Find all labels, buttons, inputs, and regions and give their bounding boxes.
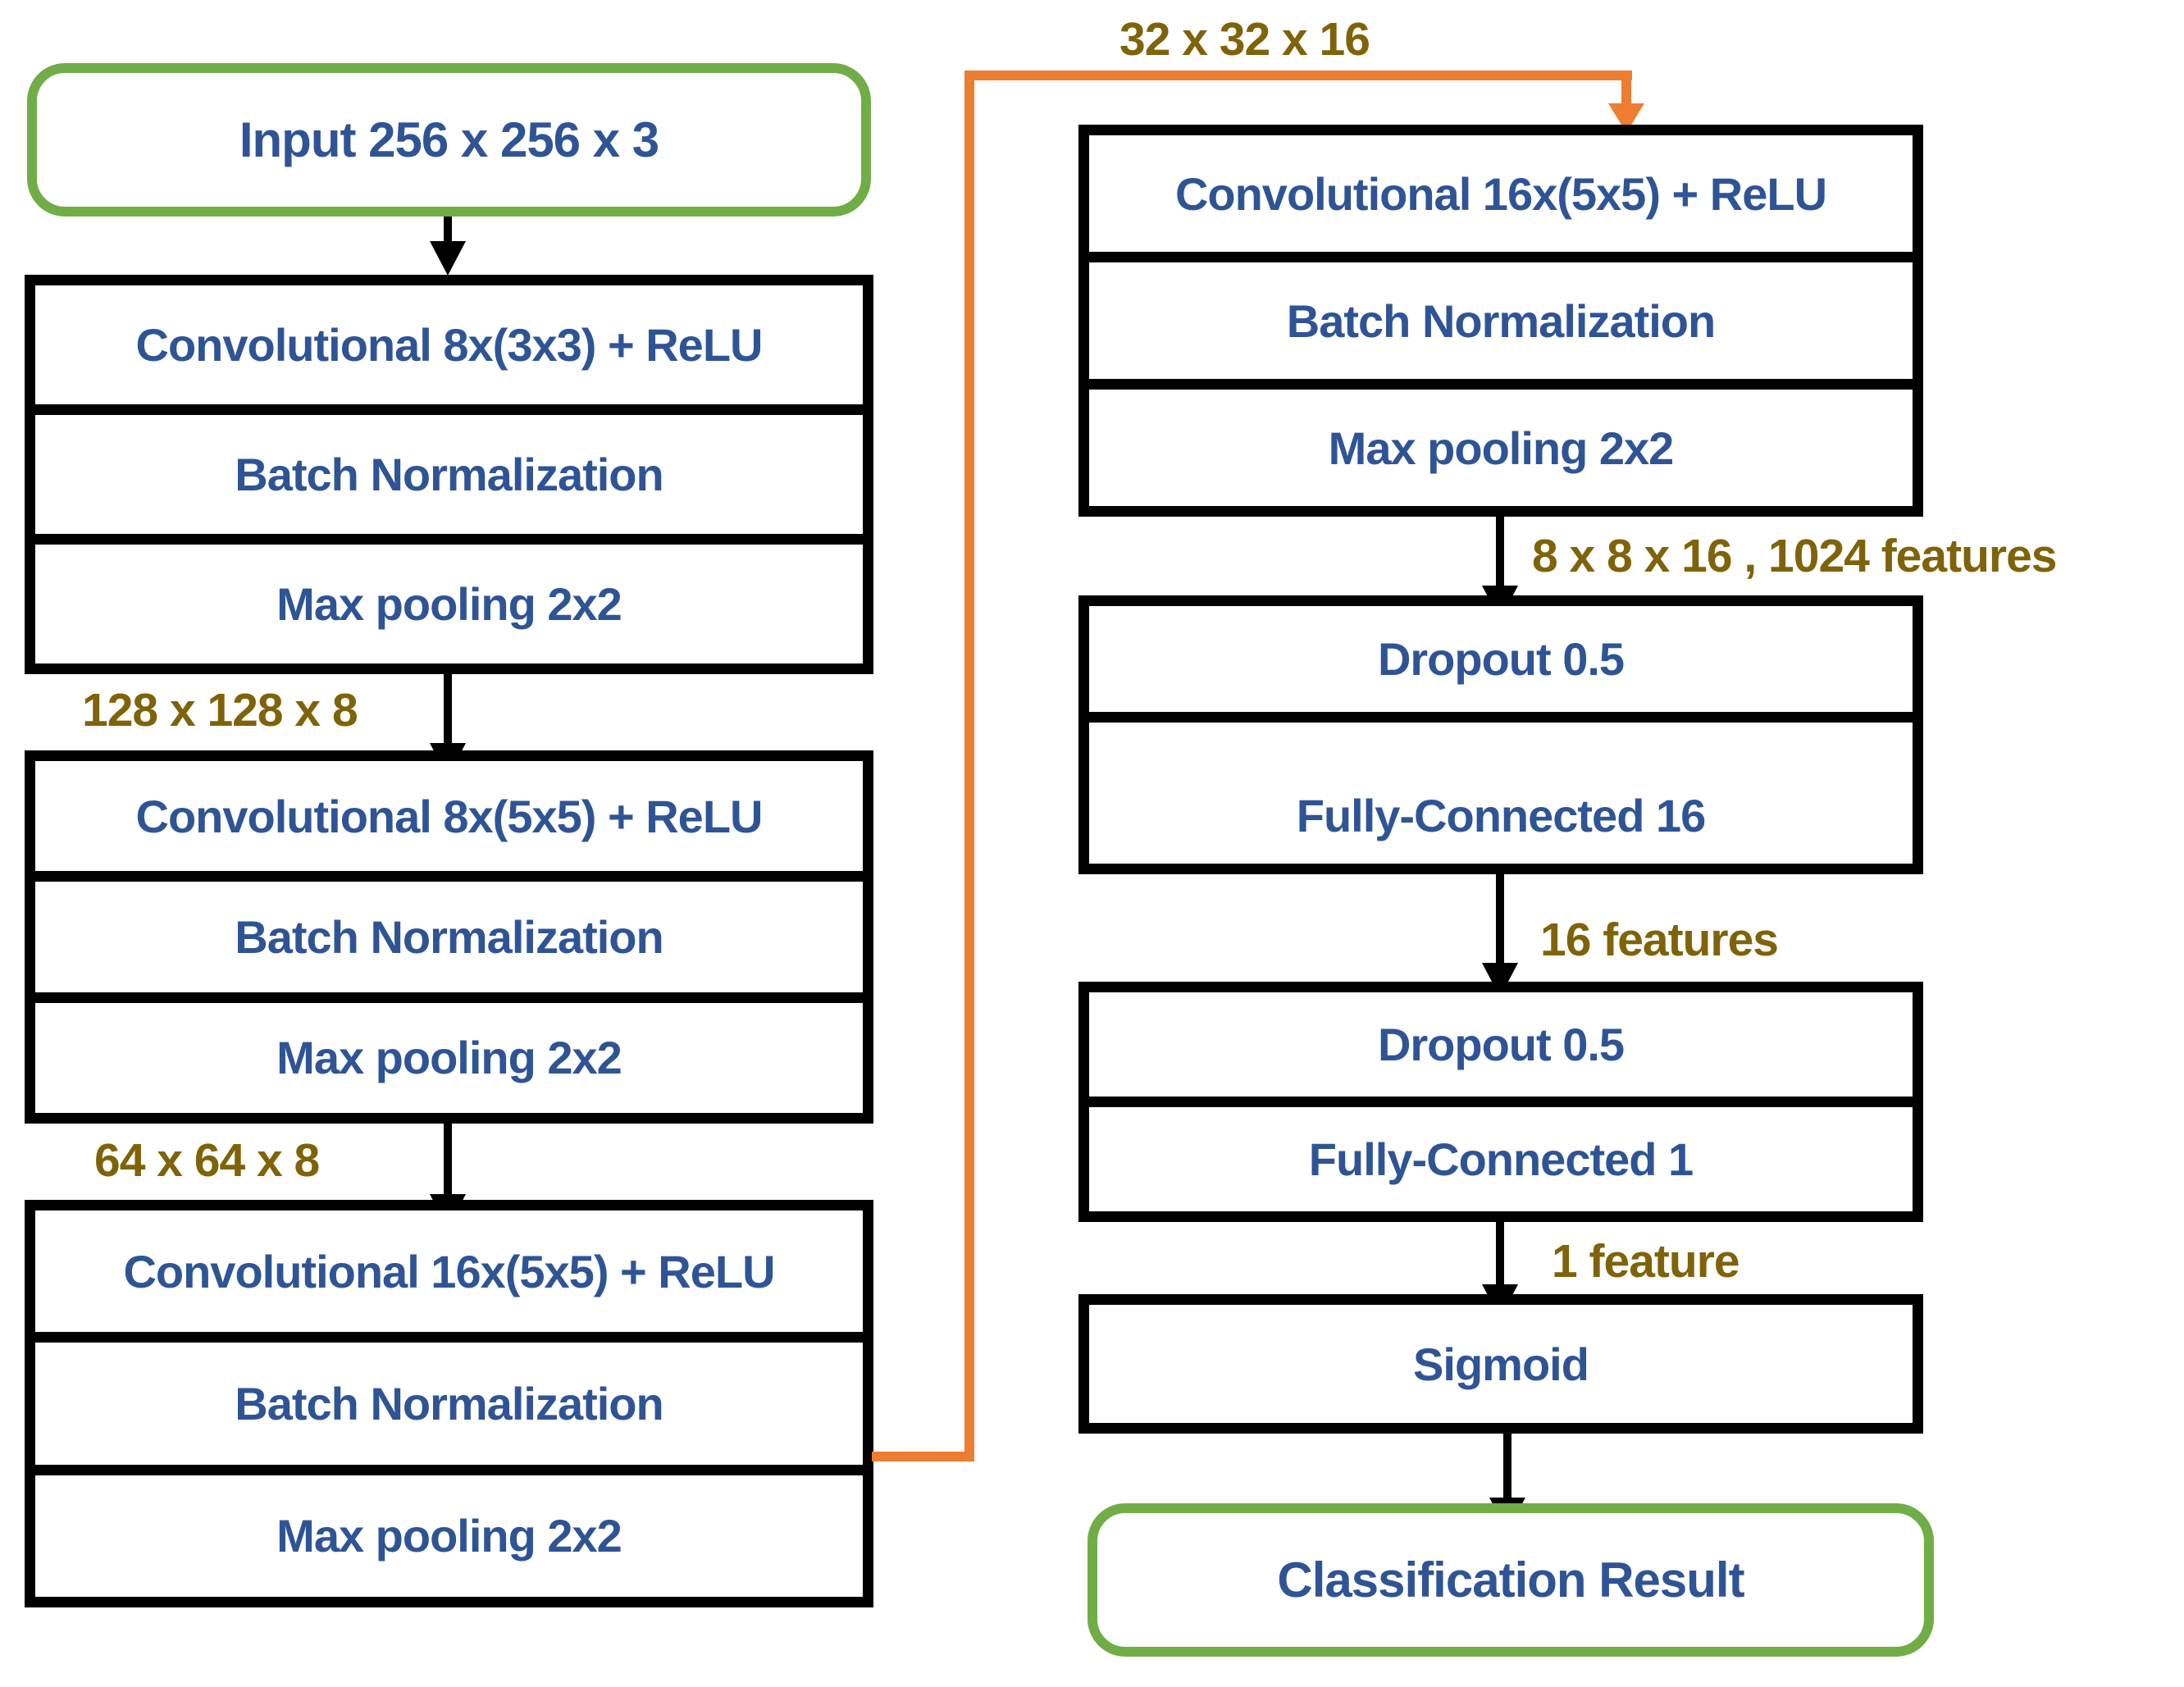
- conv-block-4: Convolutional 16x(5x5) + ReLU Batch Norm…: [1078, 125, 1923, 517]
- flow-arrow-2-stem: [444, 1122, 452, 1196]
- layer-conv2: Convolutional 8x(5x5) + ReLU: [135, 790, 764, 842]
- flow-arrow-3-stem: [1496, 517, 1504, 587]
- layer-maxpool3: Max pooling 2x2: [35, 1464, 863, 1597]
- flow-arrow-4-stem: [1496, 874, 1504, 964]
- layer-dropout1: Dropout 0.5: [1377, 633, 1625, 685]
- flow-arrow-1-stem: [444, 674, 452, 745]
- layer-conv1: Convolutional 8x(3x3) + ReLU: [135, 319, 764, 371]
- skip-connection-segment-bottom: [872, 1452, 974, 1461]
- layer-batchnorm1: Batch Normalization: [35, 404, 863, 534]
- layer-batchnorm2: Batch Normalization: [35, 871, 863, 992]
- dim-label-16-features: 16 features: [1540, 914, 1779, 966]
- skip-connection-segment-vertical: [964, 71, 974, 1461]
- layer-fc1: Fully-Connected 1: [1089, 1097, 1913, 1211]
- output-node: Classification Result: [1087, 1503, 1934, 1657]
- layer-batchnorm3: Batch Normalization: [35, 1332, 863, 1464]
- input-node: Input 256 x 256 x 3: [27, 63, 871, 217]
- conv-block-3: Convolutional 16x(5x5) + ReLU Batch Norm…: [25, 1200, 873, 1607]
- sigmoid-block: Sigmoid: [1078, 1294, 1923, 1434]
- dim-label-128x128x8: 128 x 128 x 8: [82, 684, 358, 736]
- dim-label-32x32x16: 32 x 32 x 16: [1119, 13, 1370, 66]
- layer-dropout2: Dropout 0.5: [1377, 1019, 1625, 1070]
- fc-block-2: Dropout 0.5 Fully-Connected 1: [1078, 982, 1923, 1222]
- flow-arrow-5-stem: [1496, 1222, 1504, 1286]
- layer-conv3: Convolutional 16x(5x5) + ReLU: [123, 1245, 775, 1297]
- input-node-label: Input 256 x 256 x 3: [239, 112, 659, 167]
- layer-fc16: Fully-Connected 16: [1089, 712, 1913, 864]
- dim-label-1-feature: 1 feature: [1552, 1235, 1740, 1288]
- skip-connection-segment-top: [964, 71, 1632, 80]
- output-node-label: Classification Result: [1277, 1552, 1744, 1607]
- layer-maxpool2: Max pooling 2x2: [35, 992, 863, 1113]
- fc-block-1: Dropout 0.5 Fully-Connected 16: [1078, 595, 1923, 874]
- layer-batchnorm4: Batch Normalization: [1089, 252, 1913, 379]
- skip-connection-drop-stem: [1621, 79, 1631, 105]
- layer-sigmoid: Sigmoid: [1413, 1338, 1589, 1390]
- conv-block-2: Convolutional 8x(5x5) + ReLU Batch Norma…: [25, 750, 873, 1124]
- layer-maxpool4: Max pooling 2x2: [1089, 379, 1913, 506]
- conv-block-1: Convolutional 8x(3x3) + ReLU Batch Norma…: [25, 275, 873, 674]
- flow-arrow-6-stem: [1503, 1434, 1511, 1499]
- layer-maxpool1: Max pooling 2x2: [35, 534, 863, 663]
- dim-label-8x8x16-1024: 8 x 8 x 16 , 1024 features: [1532, 530, 2057, 582]
- layer-conv4: Convolutional 16x(5x5) + ReLU: [1174, 167, 1827, 220]
- flow-arrow-input-head: [430, 241, 466, 276]
- dim-label-64x64x8: 64 x 64 x 8: [94, 1134, 320, 1187]
- flow-arrow-input-stem: [444, 217, 452, 243]
